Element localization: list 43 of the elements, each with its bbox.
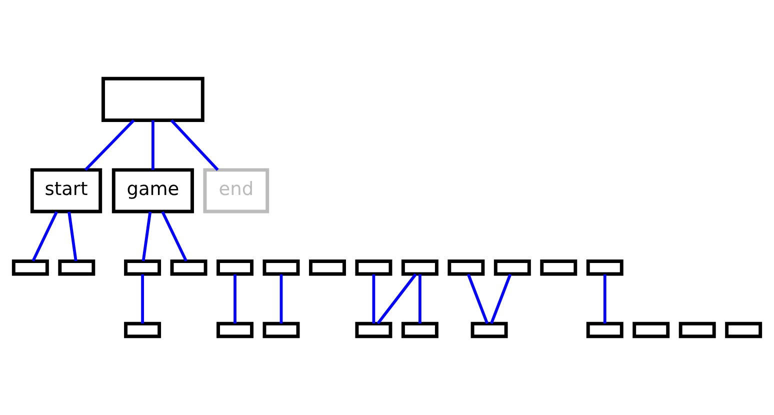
connector	[490, 274, 512, 324]
connector	[372, 274, 376, 324]
node-box	[102, 76, 204, 122]
node-box: end	[203, 168, 270, 214]
node-box	[216, 260, 254, 276]
connector	[141, 274, 144, 324]
node-box	[262, 322, 300, 338]
node-box	[124, 322, 162, 338]
node-box	[494, 260, 531, 276]
node-box	[12, 260, 49, 276]
connector	[418, 274, 422, 324]
node-box	[401, 260, 438, 276]
connector	[68, 212, 78, 262]
node-box	[678, 322, 716, 338]
node-box	[632, 322, 670, 338]
node-box	[586, 322, 624, 338]
connector	[466, 274, 489, 324]
connector	[280, 274, 283, 324]
connector	[152, 120, 154, 170]
node-box	[124, 260, 162, 276]
connector	[603, 274, 606, 324]
node-box	[586, 260, 624, 276]
connector	[376, 273, 417, 324]
connector	[142, 212, 152, 262]
node-box	[355, 322, 392, 338]
node-box	[448, 260, 485, 276]
connector	[234, 274, 236, 324]
node-box	[216, 322, 254, 338]
connector	[161, 211, 188, 262]
node-box	[401, 322, 438, 338]
node-box	[355, 260, 392, 276]
node-box	[308, 260, 346, 276]
node-box	[540, 260, 578, 276]
node-box	[170, 260, 208, 276]
connector	[32, 211, 58, 262]
node-box: game	[112, 168, 194, 214]
node-box	[58, 260, 96, 276]
node-box	[725, 322, 762, 338]
node-box	[262, 260, 300, 276]
node-box	[470, 322, 508, 338]
node-box: start	[30, 168, 102, 214]
connector	[170, 119, 219, 171]
connector	[84, 119, 135, 171]
